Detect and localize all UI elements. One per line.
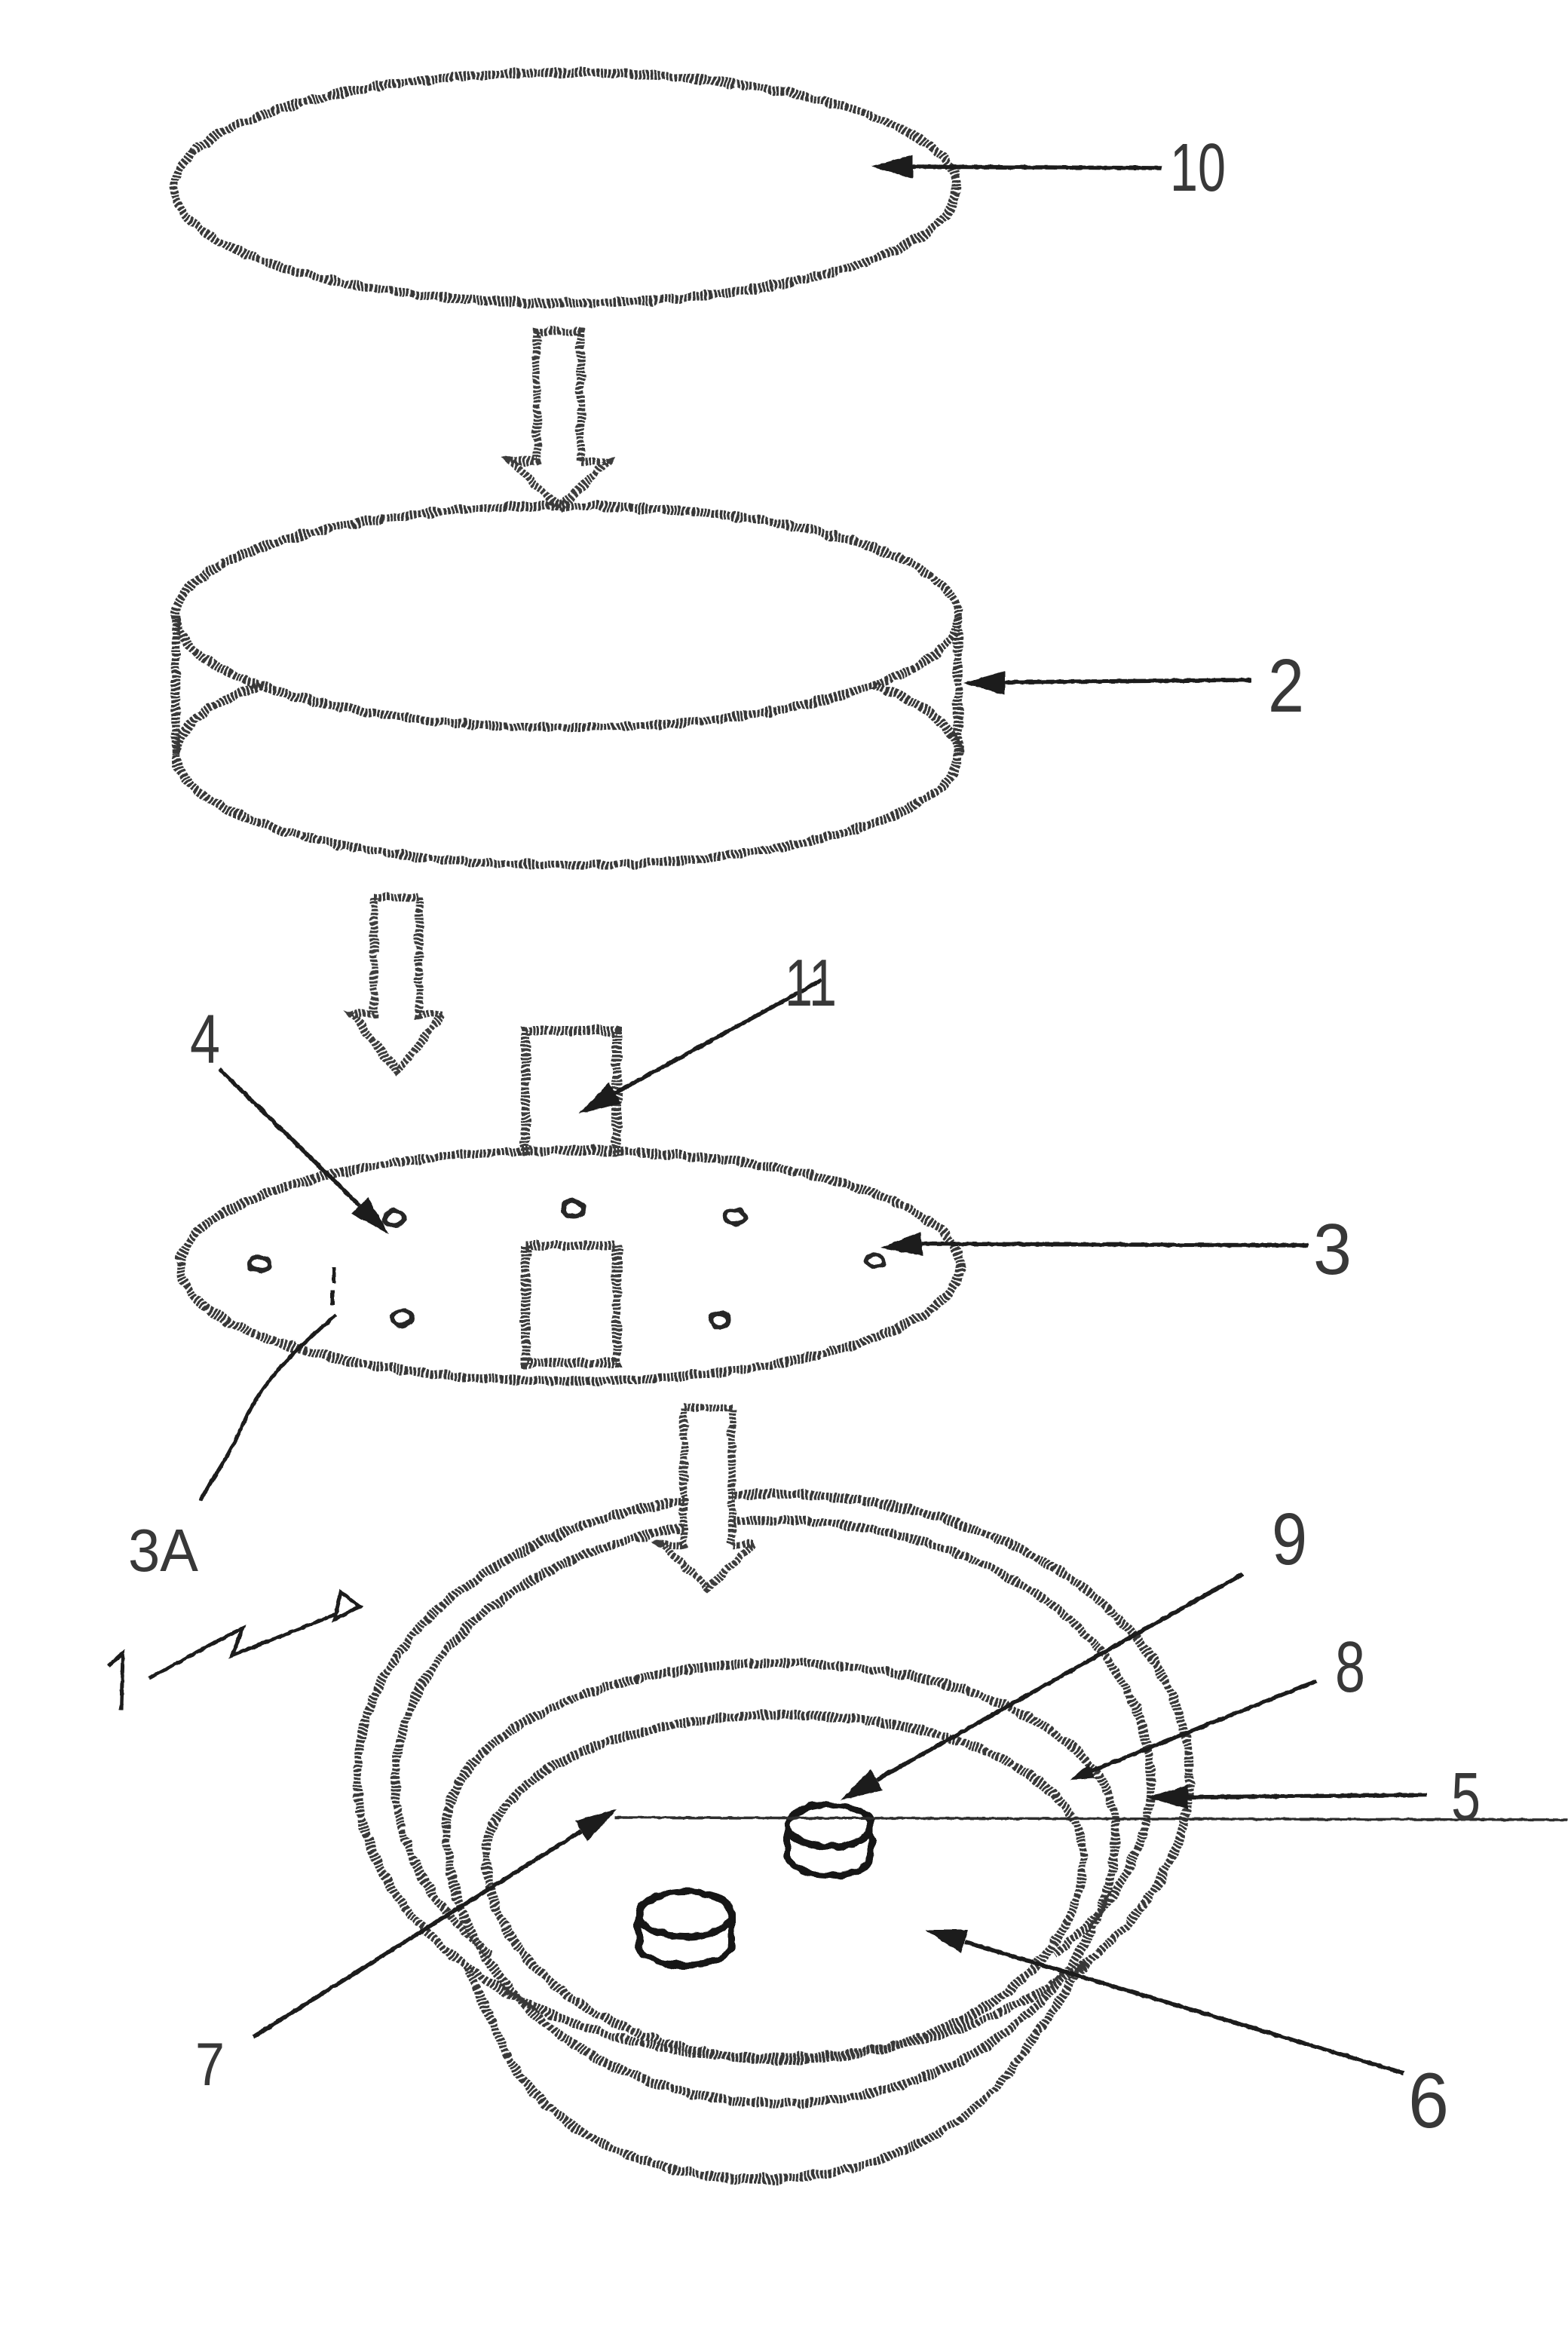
- svg-text:11: 11: [785, 945, 837, 1020]
- svg-text:3: 3: [1313, 1209, 1352, 1290]
- svg-text:6: 6: [1408, 2057, 1449, 2145]
- svg-text:8: 8: [1335, 1627, 1365, 1707]
- svg-text:7: 7: [195, 2031, 225, 2099]
- svg-text:5: 5: [1451, 1759, 1481, 1835]
- svg-text:9: 9: [1272, 1498, 1307, 1580]
- svg-text:3A: 3A: [128, 1517, 199, 1584]
- svg-text:4: 4: [190, 1001, 220, 1078]
- svg-text:10: 10: [1170, 130, 1226, 206]
- svg-text:2: 2: [1268, 644, 1304, 728]
